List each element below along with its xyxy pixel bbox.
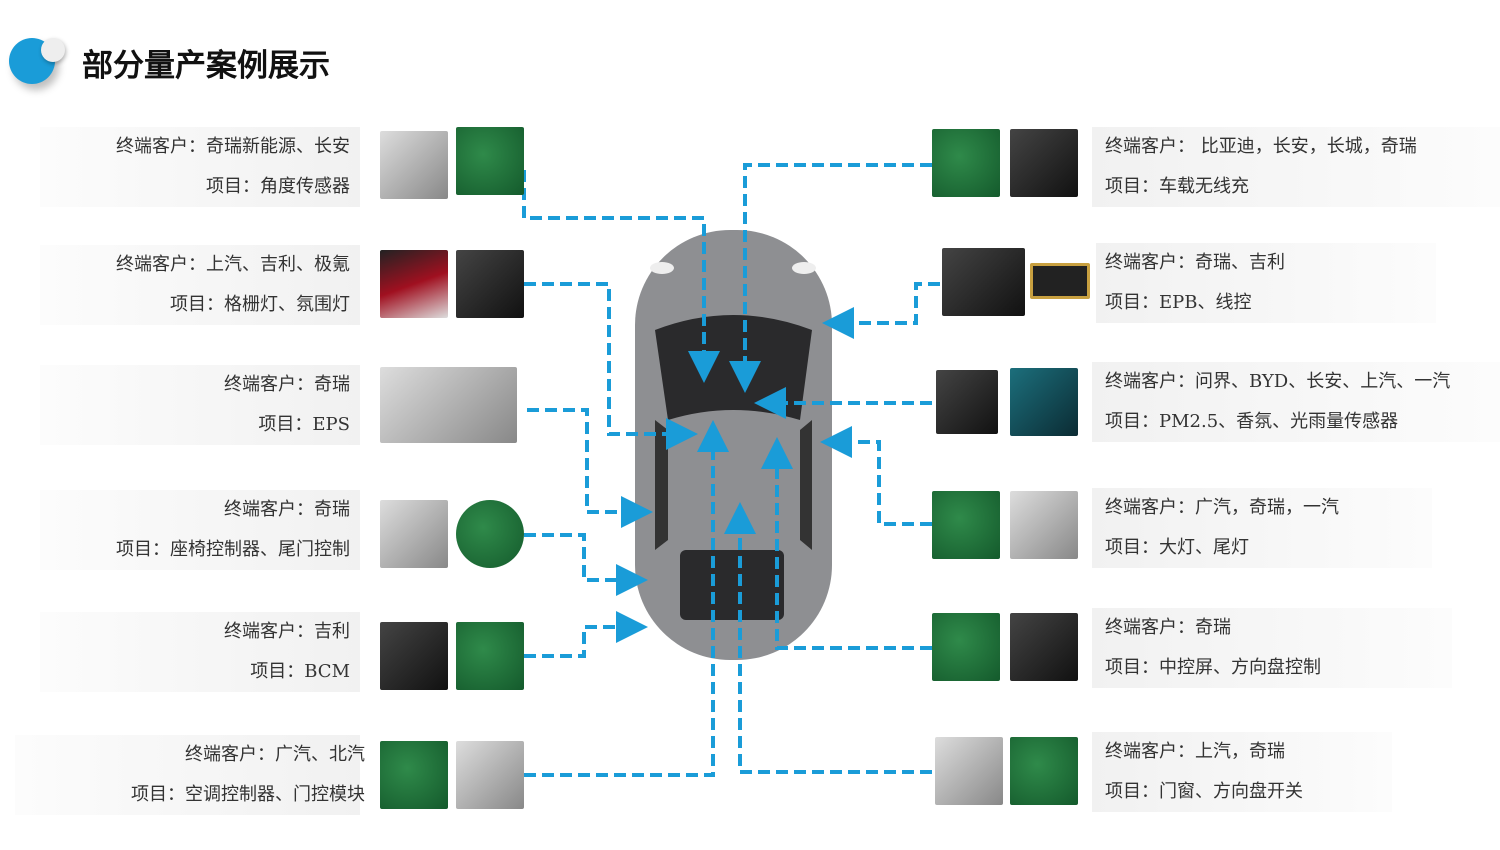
- project-label: 项目：EPS: [258, 414, 350, 435]
- connector-right-1: [729, 163, 932, 393]
- pcb-image: [932, 129, 1000, 197]
- connector-right-4: [820, 426, 932, 526]
- customer-label: 终端客户：奇瑞: [1105, 617, 1231, 638]
- project-label: 项目：车载无线充: [1105, 176, 1249, 197]
- case-row-right-2: 终端客户：奇瑞、吉利 项目：EPB、线控: [932, 243, 1500, 323]
- pcb-image: [456, 127, 524, 195]
- ac-controller-image: [380, 741, 448, 809]
- connector-left-1: [522, 170, 720, 383]
- project-label: 项目：BCM: [250, 661, 350, 682]
- door-panel-image: [456, 741, 524, 809]
- connector-right-2: [822, 282, 940, 339]
- customer-label: 终端客户：广汽、北汽: [185, 744, 365, 765]
- project-label: 项目：空调控制器、门控模块: [131, 784, 365, 805]
- connector-left-5: [524, 611, 648, 658]
- car-interior-image: [1010, 368, 1078, 436]
- center-screen-image: [1010, 613, 1078, 681]
- car-top-view: [635, 230, 832, 660]
- sensor-module-image: [936, 370, 998, 434]
- customer-label: 终端客户：吉利: [224, 621, 350, 642]
- connector-left-4: [524, 533, 648, 596]
- connector-right-5: [761, 437, 932, 650]
- customer-label: 终端客户：奇瑞: [224, 499, 350, 520]
- case-row-right-3: 终端客户：问界、BYD、长安、上汽、一汽 项目：PM2.5、香氛、光雨量传感器: [932, 362, 1500, 442]
- customer-label: 终端客户：上汽、吉利、极氪: [116, 254, 350, 275]
- title-bullet-highlight-icon: [41, 38, 65, 62]
- connector-left-6: [524, 420, 729, 777]
- project-label: 项目：座椅控制器、尾门控制: [116, 539, 350, 560]
- pcb-image: [932, 491, 1000, 559]
- project-label: 项目：大灯、尾灯: [1105, 537, 1249, 558]
- case-row-left-5: 终端客户：吉利 项目：BCM: [40, 612, 530, 692]
- customer-label: 终端客户：广汽，奇瑞，一汽: [1105, 497, 1339, 518]
- connector-right-6: [724, 502, 932, 774]
- page-title: 部分量产案例展示: [82, 48, 330, 84]
- customer-label: 终端客户：奇瑞新能源、长安: [116, 136, 350, 157]
- round-pcb-image: [456, 500, 524, 568]
- project-label: 项目：PM2.5、香氛、光雨量传感器: [1105, 411, 1399, 432]
- project-label: 项目：门窗、方向盘开关: [1105, 781, 1303, 802]
- project-label: 项目：EPB、线控: [1105, 292, 1252, 313]
- connector-left-2: [524, 282, 698, 450]
- case-row-right-1: 终端客户： 比亚迪，长安，长城，奇瑞 项目：车载无线充: [932, 127, 1500, 207]
- case-row-left-6: 终端客户：广汽、北汽 项目：空调控制器、门控模块: [15, 735, 530, 815]
- chip-image: [1030, 263, 1090, 299]
- wireless-charger-image: [1010, 129, 1078, 197]
- project-label: 项目：中控屏、方向盘控制: [1105, 657, 1321, 678]
- tailgate-image: [380, 500, 448, 568]
- customer-label: 终端客户：奇瑞、吉利: [1105, 252, 1285, 273]
- project-label: 项目：角度传感器: [206, 176, 350, 197]
- eps-chassis-image: [380, 367, 517, 443]
- tail-light-image: [380, 250, 448, 318]
- case-row-right-5: 终端客户：奇瑞 项目：中控屏、方向盘控制: [932, 608, 1500, 688]
- car-window-image: [1010, 491, 1078, 559]
- angle-sensor-image: [380, 131, 448, 199]
- customer-label: 终端客户：问界、BYD、长安、上汽、一汽: [1105, 371, 1451, 392]
- case-row-left-1: 终端客户：奇瑞新能源、长安 项目：角度传感器: [40, 127, 530, 207]
- case-row-left-3: 终端客户：奇瑞 项目：EPS: [40, 365, 530, 445]
- connector-left-3: [527, 408, 653, 528]
- pcb-image: [932, 613, 1000, 681]
- customer-label: 终端客户：奇瑞: [224, 374, 350, 395]
- case-row-left-2: 终端客户：上汽、吉利、极氪 项目：格栅灯、氛围灯: [40, 245, 530, 325]
- pcb-image: [1010, 737, 1078, 805]
- case-row-right-4: 终端客户：广汽，奇瑞，一汽 项目：大灯、尾灯: [932, 488, 1500, 568]
- case-row-right-6: 终端客户：上汽，奇瑞 项目：门窗、方向盘开关: [932, 732, 1500, 812]
- headlight-image: [456, 250, 524, 318]
- project-label: 项目：格栅灯、氛围灯: [170, 294, 350, 315]
- bcm-module-image: [380, 622, 448, 690]
- customer-label: 终端客户： 比亚迪，长安，长城，奇瑞: [1105, 136, 1417, 157]
- epb-switch-image: [942, 248, 1025, 316]
- pcb-image: [456, 622, 524, 690]
- customer-label: 终端客户：上汽，奇瑞: [1105, 741, 1285, 762]
- window-switch-image: [935, 737, 1003, 805]
- case-row-left-4: 终端客户：奇瑞 项目：座椅控制器、尾门控制: [40, 490, 530, 570]
